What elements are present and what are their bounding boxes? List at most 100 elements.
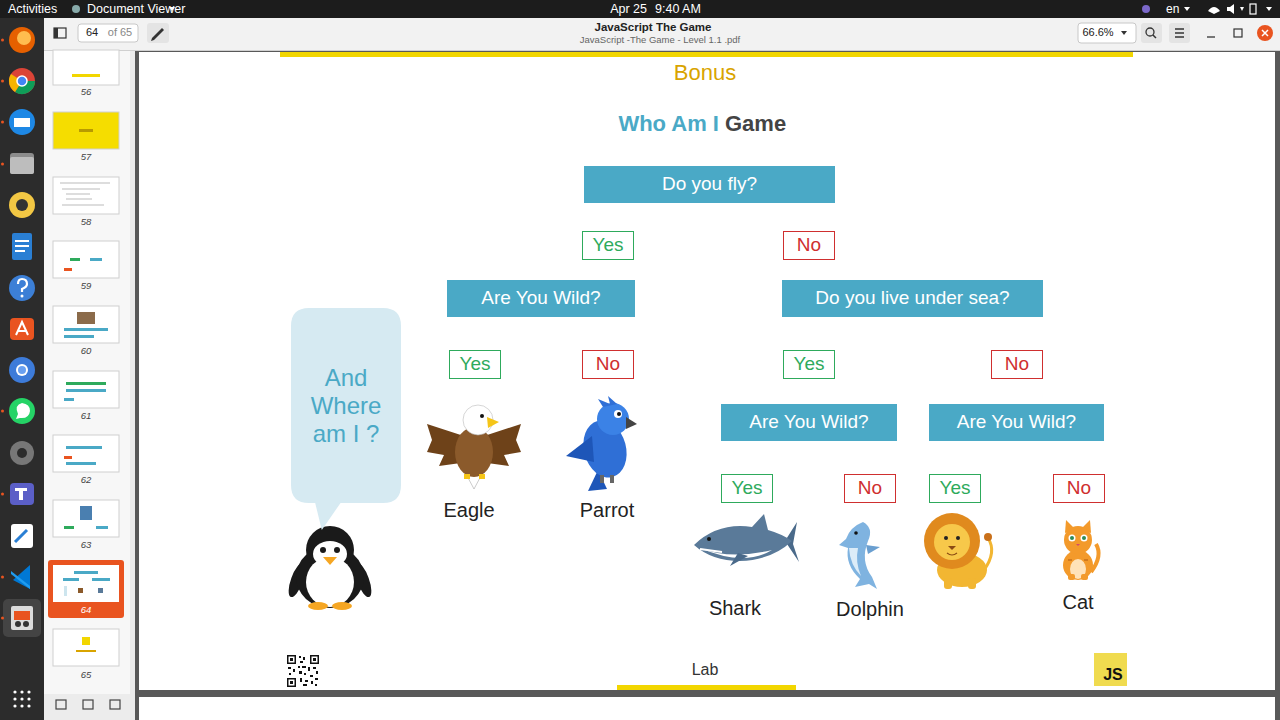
top-panel-part: [0, 0, 1280, 18]
app-dock-part-part: [13, 697, 16, 700]
sidebar-panel-part: [53, 565, 119, 602]
cat-figure-part: [1081, 535, 1088, 542]
app-dock-part: [1, 410, 4, 413]
slide-page: [139, 52, 1275, 690]
lion-figure-part: [948, 546, 956, 550]
sidebar-panel-part: [130, 51, 135, 694]
sidebar-panel-part: [64, 586, 67, 596]
header-bar-part: [1146, 28, 1154, 36]
qr-code-part: [300, 678, 302, 682]
app-menu-name: Document Viewer: [87, 2, 185, 17]
sidebar-panel-part: [64, 335, 94, 338]
app-dock-part-part: [13, 704, 16, 707]
qr-code-part: [303, 684, 307, 686]
sidebar-panel-part: [53, 241, 119, 278]
slide-page-part: [617, 685, 796, 690]
header-bar-part: [1175, 29, 1184, 37]
parrot-figure-part: [600, 475, 604, 483]
qr-code-part: [313, 658, 316, 661]
animal-name: Dolphin: [836, 597, 904, 621]
no-answer-box: No: [582, 350, 634, 379]
app-dock-part: [9, 109, 35, 135]
app-dock: [0, 18, 44, 720]
node-text: Yes: [460, 353, 491, 376]
slide-page-part: [139, 52, 1275, 690]
lion-figure-part: [968, 578, 976, 589]
qr-code-part: [298, 666, 300, 668]
qr-code-part: [289, 680, 295, 686]
cat-figure-part: [1081, 574, 1088, 580]
node-text: No: [797, 234, 821, 257]
top-panel: [0, 0, 1280, 18]
sidebar-panel-part: [92, 578, 110, 581]
thumbnail-number: 60: [81, 345, 92, 356]
parrot-figure-part: [610, 475, 614, 483]
app-dock-part: [11, 606, 33, 630]
parrot-figure-part: [626, 417, 637, 429]
header-bar-part: [54, 28, 66, 38]
sidebar-panel-part: [44, 694, 135, 720]
dolphin-figure-part: [854, 531, 858, 535]
app-dock-part-part: [27, 704, 30, 707]
app-dock-part: [16, 403, 30, 419]
app-dock-part: [11, 571, 30, 589]
node-text: Yes: [732, 477, 763, 500]
cat-figure-part: [1069, 535, 1076, 542]
app-dock-part: [9, 357, 35, 383]
parrot-figure: [566, 396, 637, 491]
node-text: Are You Wild?: [749, 411, 868, 434]
node-text: Do you fly?: [662, 173, 757, 196]
qr-code-part: [313, 667, 316, 669]
eagle-figure-part: [464, 474, 470, 479]
qr-code-part: [299, 656, 301, 658]
lion-figure: [924, 513, 992, 589]
app-dock-part: [10, 153, 34, 174]
app-dock-part: [1, 493, 4, 496]
app-dock-part: [15, 621, 21, 627]
penguin-figure-part: [323, 557, 337, 565]
parrot-figure-part: [566, 436, 594, 462]
animal-name: Eagle: [443, 498, 494, 522]
qr-code-part: [315, 678, 318, 680]
node-text: Are You Wild?: [957, 411, 1076, 434]
app-dock-part: [1, 617, 4, 620]
app-dock-part: [9, 398, 35, 424]
shark-figure-part: [707, 537, 711, 541]
lion-figure-part: [944, 536, 948, 540]
animal-name: Cat: [1062, 590, 1093, 614]
penguin-figure-part: [320, 547, 326, 553]
header-bar-part: [1141, 23, 1162, 43]
penguin-figure: [285, 526, 375, 610]
no-answer-box: No: [844, 474, 896, 503]
node-text: No: [1005, 353, 1029, 376]
bubble-text: And Where am I ?: [298, 364, 394, 448]
sidebar-panel-part: [77, 312, 95, 324]
lion-figure-part: [947, 553, 957, 555]
question-band: Do you fly?: [584, 166, 835, 203]
app-dock-part: [14, 611, 30, 620]
lion-figure-part: [924, 513, 980, 569]
app-dock-part: [10, 441, 34, 465]
app-dock-part: [19, 488, 23, 500]
thumbnail-number: 57: [81, 151, 92, 162]
sidebar-panel-part: [53, 371, 119, 408]
header-bar-part: [1121, 31, 1127, 35]
app-dock-part: [10, 318, 34, 340]
sidebar-panel-part: [44, 51, 135, 694]
sidebar-panel: [44, 50, 135, 720]
thumbnail-number: 56: [81, 86, 92, 97]
header-bar-part: [54, 28, 58, 38]
sidebar-panel-part: [64, 398, 74, 401]
app-dock-part: [1, 576, 4, 579]
header-bar-part: [1078, 23, 1136, 43]
header-bar-part: [1262, 30, 1268, 36]
cat-figure-part: [1070, 536, 1074, 540]
app-dock-part: [9, 192, 35, 218]
top-panel-part: [1142, 5, 1150, 13]
qr-code-part: [300, 661, 303, 663]
sidebar-panel-part: [53, 50, 119, 85]
header-bar-part: [1207, 36, 1215, 37]
sidebar-panel-part: [53, 112, 119, 149]
